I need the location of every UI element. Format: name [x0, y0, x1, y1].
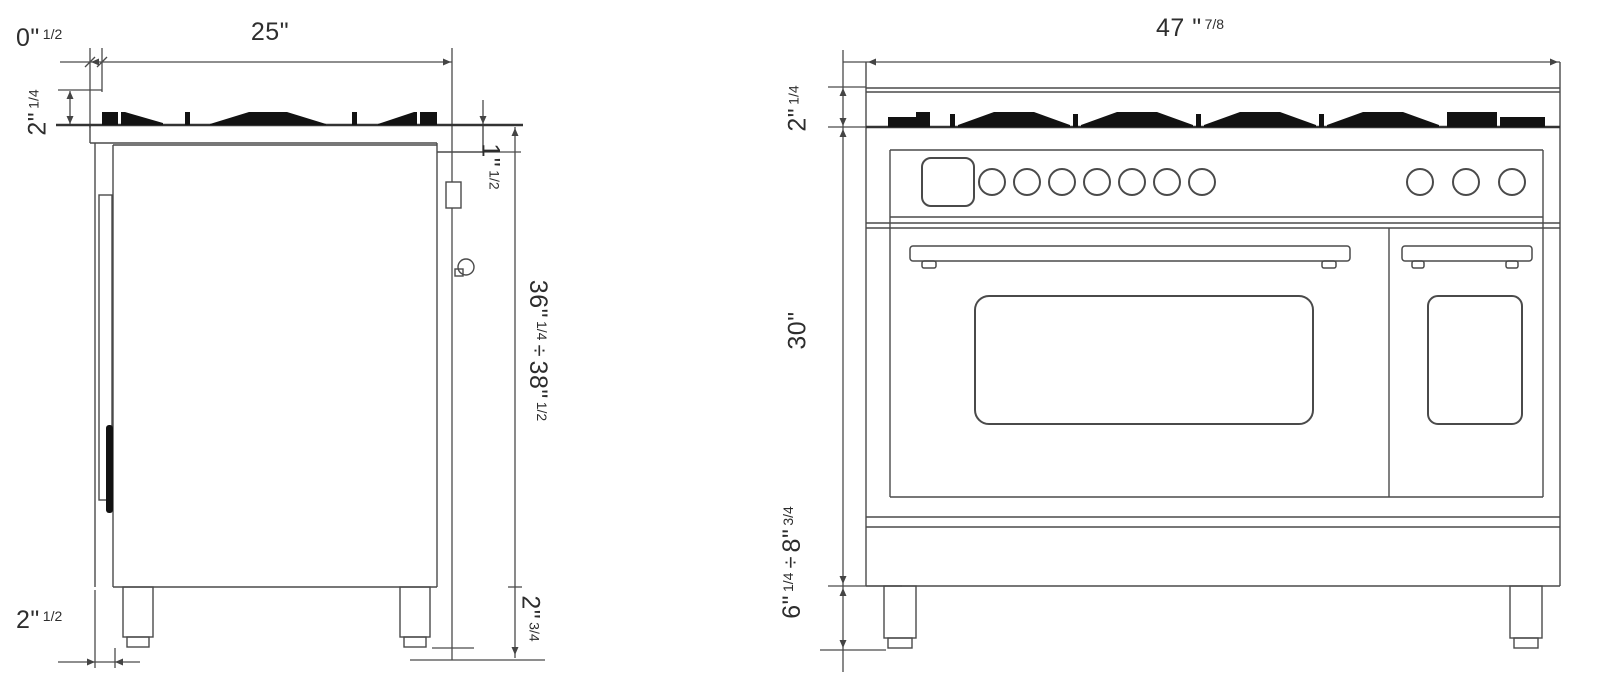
control-knob	[1153, 168, 1181, 196]
front-dimension-arrows	[839, 58, 1558, 648]
dim-value: 2"	[516, 594, 545, 619]
front-burner-grates	[888, 112, 1545, 127]
control-knob	[1048, 168, 1076, 196]
dim-label-side-leg-height: 2"3/4	[498, 558, 562, 678]
dim-label-side-cooktop-height: 2"1/4	[6, 60, 70, 164]
secondary-oven-window	[1427, 295, 1523, 425]
side-body	[94, 143, 475, 588]
side-view-drawing	[56, 48, 545, 668]
control-knobs	[978, 168, 1526, 196]
dim-fraction: 7/8	[1204, 16, 1225, 32]
dim-label-trim-height: 1"1/2	[462, 118, 518, 214]
gas-connection-tail	[454, 268, 464, 277]
dim-label-overall-height: 36" 1/4 ÷ 38" 1/2	[500, 235, 576, 465]
control-knob	[1452, 168, 1480, 196]
secondary-oven-door	[1401, 245, 1533, 425]
side-cooktop-slab	[89, 125, 484, 153]
main-oven-window	[974, 295, 1314, 425]
main-oven-handle	[909, 245, 1351, 262]
dim-value: 0"	[16, 24, 40, 52]
dim-fraction: 1/2	[42, 608, 63, 624]
dim-range-separator: ÷	[527, 343, 553, 357]
dim-fraction: 3/4	[779, 505, 796, 526]
front-body	[865, 62, 1561, 587]
dim-label-body-height: 30"	[766, 268, 830, 392]
dim-label-front-leg-height-range: 6" 1/4 ÷ 8" 3/4	[760, 448, 824, 676]
control-knob	[1498, 168, 1526, 196]
side-legs	[122, 586, 431, 648]
front-view-dimension-lines	[820, 50, 1560, 672]
dim-value: 36"	[524, 279, 553, 318]
side-burner-grates	[102, 112, 437, 125]
dim-fraction: 1/4	[785, 84, 802, 105]
dim-fraction: 1/2	[486, 169, 503, 190]
dim-label-depth: 25"	[190, 18, 350, 47]
dim-fraction: 3/4	[526, 621, 543, 642]
dim-label-leg-setback: 2"1/2	[16, 606, 62, 635]
secondary-oven-handle	[1401, 245, 1533, 262]
dim-label-front-cooktop-height: 2"1/4	[766, 56, 830, 160]
control-knob	[1406, 168, 1434, 196]
dim-fraction: 1/2	[534, 401, 551, 421]
main-oven-door	[909, 245, 1351, 425]
gas-inlet-fitting	[445, 181, 462, 209]
front-legs	[883, 585, 1543, 649]
dim-fraction: 1/2	[42, 26, 63, 42]
dim-value: 1"	[476, 142, 505, 167]
gas-connection-knob	[457, 258, 475, 276]
dim-fraction: 1/4	[779, 572, 796, 592]
dim-fraction: 1/4	[25, 88, 42, 109]
control-knob	[1188, 168, 1216, 196]
front-view-drawing	[820, 50, 1561, 672]
control-knob	[1013, 168, 1041, 196]
handle-mount	[106, 425, 113, 513]
side-dimension-arrows	[66, 58, 519, 666]
dim-value: 8"	[777, 528, 806, 552]
dim-value: 25"	[250, 18, 290, 46]
door-handle-side-profile	[98, 194, 113, 501]
control-knob	[1118, 168, 1146, 196]
control-knob	[1083, 168, 1111, 196]
dim-label-width: 47 "7/8	[1080, 14, 1300, 43]
dim-value: 2"	[783, 107, 812, 132]
dim-range-separator: ÷	[777, 555, 803, 569]
dim-value: 38"	[524, 360, 553, 399]
display-window	[921, 157, 975, 207]
control-panel	[921, 157, 1526, 207]
dim-label-overhang: 0"1/2	[16, 24, 62, 53]
dim-value: 2"	[16, 606, 40, 634]
control-knob	[978, 168, 1006, 196]
dim-value: 6"	[777, 594, 806, 619]
dim-value: 30"	[783, 310, 812, 350]
dim-value: 47 "	[1155, 14, 1202, 42]
dim-fraction: 1/4	[534, 320, 551, 340]
dim-value: 2"	[23, 111, 52, 136]
